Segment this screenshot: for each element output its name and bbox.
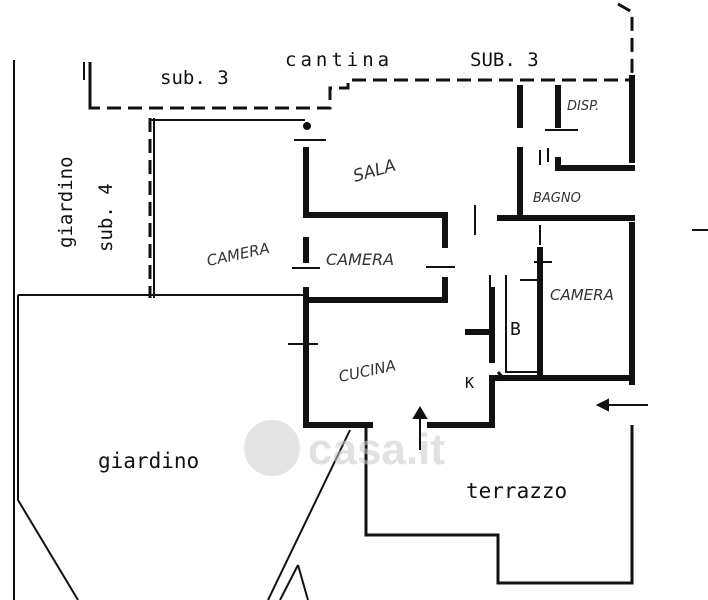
label-bagno: BAGNO	[533, 191, 581, 206]
label-camera-left: CAMERA	[205, 239, 271, 270]
thin-walls	[474, 129, 578, 373]
dashed-boundary	[88, 2, 634, 298]
watermark-text: casa.it	[308, 425, 445, 474]
label-cucina: CUCINA	[337, 356, 397, 386]
entry-arrow-icon	[412, 406, 428, 450]
casa-it-watermark: casa.it	[244, 420, 445, 476]
label-cantina: cantina	[285, 49, 393, 71]
garden-lines	[17, 229, 708, 600]
label-disp: DISP.	[567, 99, 599, 114]
label-giardino-main: giardino	[98, 449, 199, 473]
label-sala: SALA	[351, 156, 398, 187]
label-camera-mid: CAMERA	[326, 250, 394, 269]
label-terrazzo: terrazzo	[466, 479, 567, 503]
terrace-outline	[364, 371, 634, 585]
walls	[303, 75, 635, 428]
boundary-lines	[13, 60, 305, 600]
label-bath-small: B	[510, 319, 521, 340]
label-kitchen-k: K	[465, 374, 474, 392]
label-camera-right: CAMERA	[550, 286, 614, 304]
label-sub3-right: SUB. 3	[470, 49, 539, 71]
label-giardino-side: giardino	[55, 156, 77, 248]
terrace-arrow-icon	[595, 398, 648, 412]
door-markers	[288, 122, 552, 345]
label-sub4: sub. 4	[95, 183, 117, 252]
label-sub3-left: sub. 3	[160, 67, 229, 89]
